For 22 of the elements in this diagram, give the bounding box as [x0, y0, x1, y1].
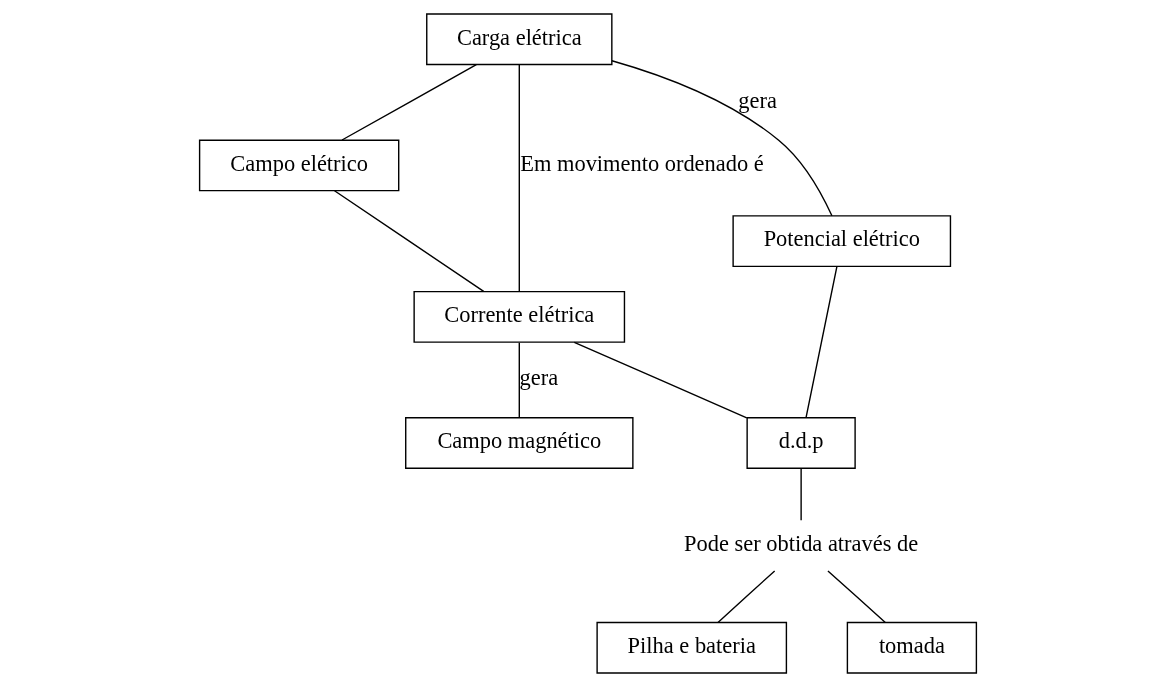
- connector: [518, 63, 520, 293]
- connector: [333, 190, 485, 293]
- node-box: Campo elétrico: [198, 139, 400, 192]
- connector: [800, 467, 802, 521]
- node-box: Carga elétrica: [426, 13, 613, 66]
- node-box: Pilha e bateria: [596, 621, 788, 674]
- edge-label: Em movimento ordenado é: [520, 150, 764, 176]
- edge-label: gera: [519, 365, 559, 391]
- node-text: Pode ser obtida através de: [684, 530, 919, 556]
- node-box: d.d.p: [746, 417, 856, 469]
- node-box: Campo magnético: [405, 417, 634, 469]
- connector: [717, 570, 776, 624]
- node-box: Potencial elétrico: [732, 215, 952, 268]
- connector: [827, 570, 887, 624]
- connector: [518, 341, 520, 419]
- connector: [611, 60, 833, 217]
- edge-label: gera: [738, 87, 777, 113]
- connector: [805, 265, 838, 419]
- connector: [573, 341, 748, 419]
- node-box: Corrente elétrica: [413, 290, 626, 343]
- node-box: tomada: [846, 621, 978, 674]
- connector: [341, 64, 478, 141]
